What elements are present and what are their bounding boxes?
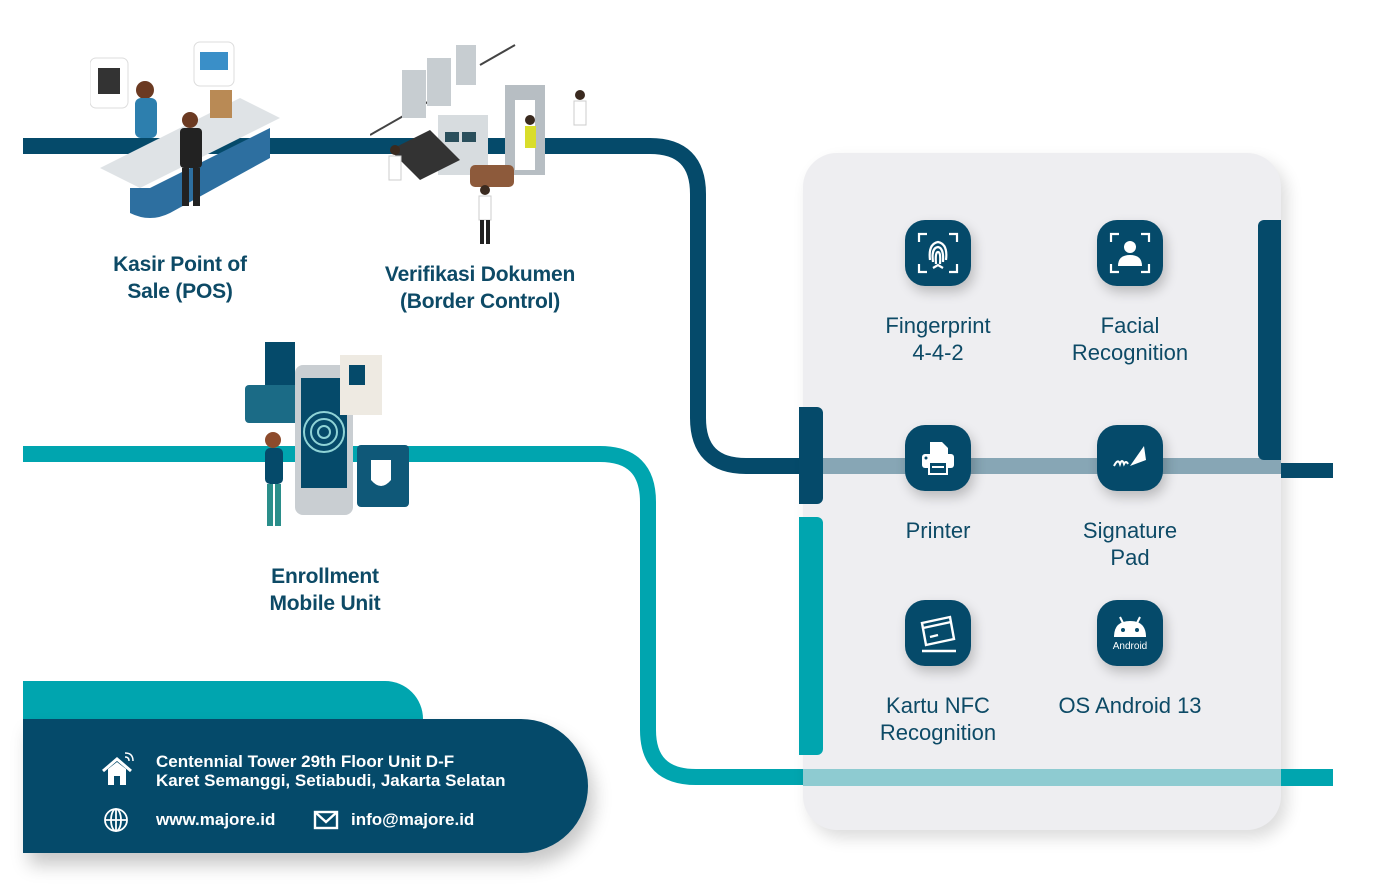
teal-connector-line <box>23 446 803 785</box>
address-line-2: Karet Semanggi, Setiabudi, Jakarta Selat… <box>156 771 506 790</box>
email-link[interactable]: info@majore.id <box>351 810 475 829</box>
navy-line-exit <box>1281 463 1333 478</box>
pos-caption: Kasir Point of Sale (POS) <box>113 253 247 303</box>
pos-cashier-illustration <box>89 38 280 218</box>
feature-label: Signature Pad <box>1082 518 1178 570</box>
mail-icon <box>313 810 339 830</box>
feature-label: Fingerprint 4-4-2 <box>885 313 991 365</box>
feature-signature-pad: Signature Pad <box>1030 425 1230 571</box>
navy-connector-line <box>23 138 803 474</box>
address-line-1: Centennial Tower 29th Floor Unit D-F <box>156 752 455 771</box>
printer-icon <box>905 425 971 491</box>
fingerprint-icon <box>905 220 971 286</box>
card-icon <box>905 600 971 666</box>
teal-accent-bar-left <box>799 517 823 755</box>
border-control-illustration <box>369 40 600 250</box>
feature-nfc-card: Kartu NFC Recognition <box>838 600 1038 746</box>
feature-label: Kartu NFC Recognition <box>879 693 997 745</box>
feature-label: Facial Recognition <box>1071 313 1189 365</box>
feature-label: OS Android 13 <box>1058 693 1202 718</box>
enrollment-caption: Enrollment Mobile Unit <box>269 565 381 615</box>
android-icon: Android <box>1097 600 1163 666</box>
face-scan-icon <box>1097 220 1163 286</box>
website-link[interactable]: www.majore.id <box>156 810 276 829</box>
feature-facial-recognition: Facial Recognition <box>1030 220 1230 366</box>
navy-accent-bar-left <box>799 407 823 504</box>
feature-label: Printer <box>905 518 971 543</box>
feature-printer: Printer <box>838 425 1038 544</box>
globe-icon <box>104 808 128 832</box>
teal-line-through-panel <box>803 769 1281 786</box>
features-panel <box>803 153 1281 830</box>
contact-footer: Centennial Tower 29th Floor Unit D-F Kar… <box>23 719 588 853</box>
border-control-caption: Verifikasi Dokumen (Border Control) <box>384 263 576 313</box>
android-icon-text: Android <box>1112 640 1148 652</box>
navy-accent-bar-right <box>1258 220 1281 460</box>
home-wifi-icon <box>102 752 134 785</box>
teal-line-exit <box>1281 769 1333 786</box>
signature-pen-icon <box>1097 425 1163 491</box>
feature-android-os: Android OS Android 13 <box>1030 600 1230 719</box>
feature-fingerprint: Fingerprint 4-4-2 <box>838 220 1038 366</box>
mobile-enrollment-illustration <box>245 340 415 540</box>
